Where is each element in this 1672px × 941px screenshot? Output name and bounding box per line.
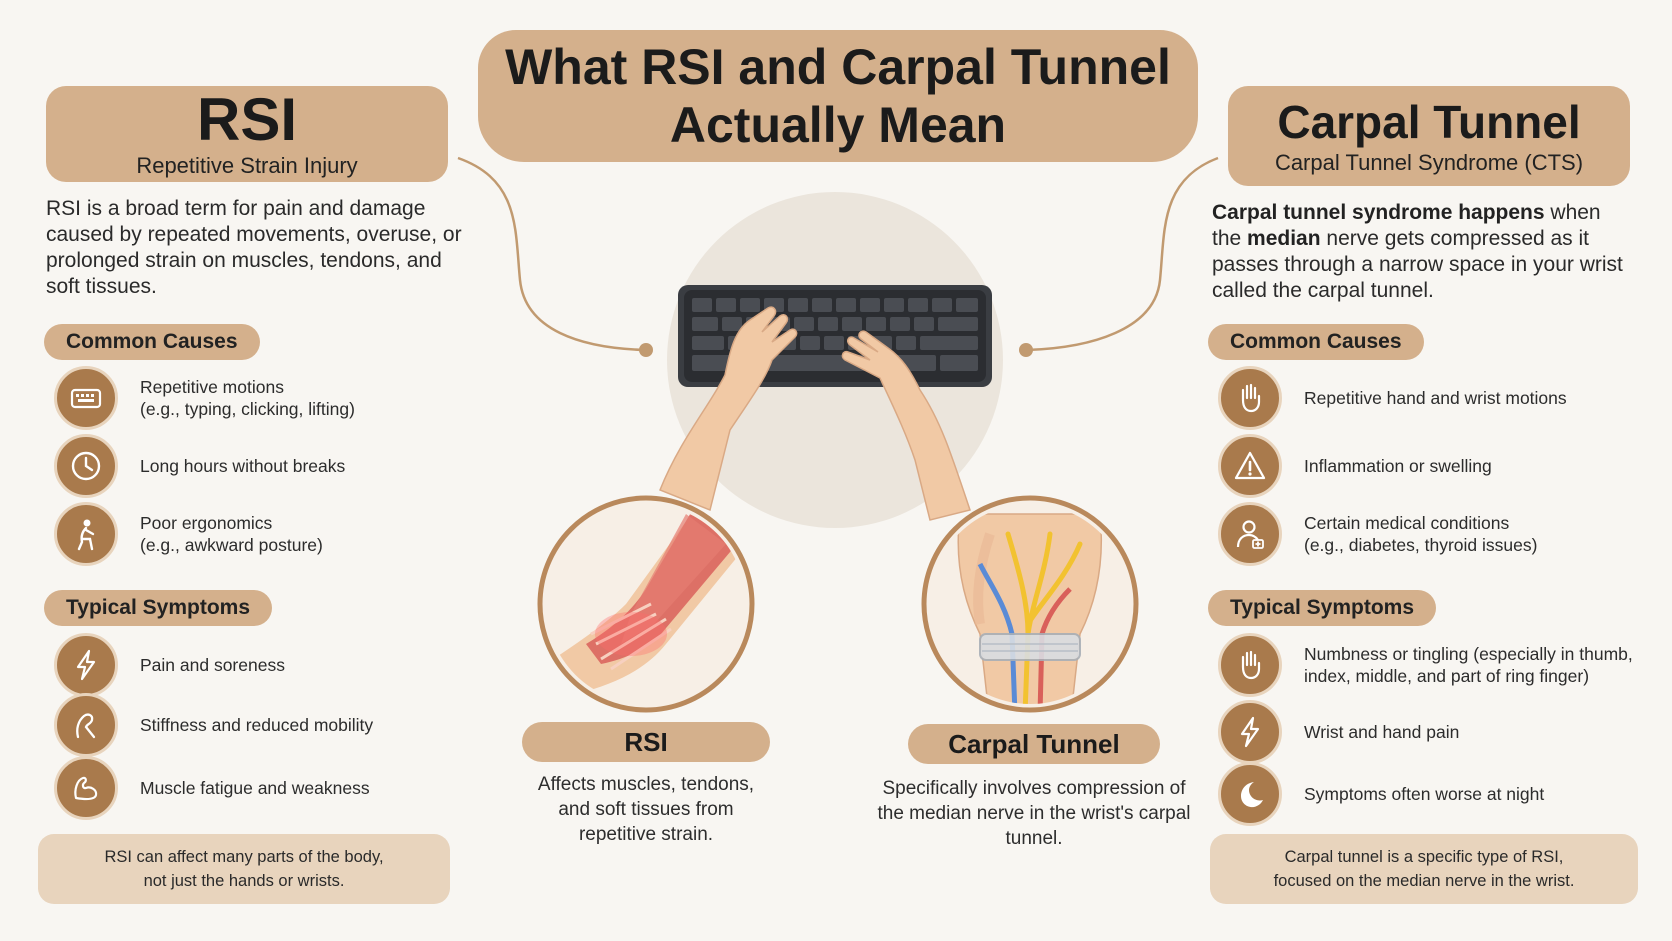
carpal-cause-item: Inflammation or swelling [1218,434,1492,498]
rsi-cause-line2: (e.g., awkward posture) [140,535,323,555]
carpal-note-line1: Carpal tunnel is a specific type of RSI, [1284,848,1564,866]
lightning-icon [54,633,118,697]
page-title: What RSI and Carpal Tunnel Actually Mean [505,39,1171,153]
carpal-symptom-line1: Numbness or tingling (especially in thum… [1304,644,1633,664]
carpal-cause-item: Certain medical conditions (e.g., diabet… [1218,502,1537,566]
rsi-subheading: Repetitive Strain Injury [136,153,358,178]
center-carpal-text: Specifically involves compression of the… [877,778,1191,849]
carpal-symptom-item: Symptoms often worse at night [1218,762,1544,826]
carpal-symptoms-label: Typical Symptoms [1208,590,1436,626]
clock-icon [54,434,118,498]
rsi-symptoms-label: Typical Symptoms [44,590,272,626]
title-banner: What RSI and Carpal Tunnel Actually Mean [478,30,1198,162]
rsi-symptom-text: Muscle fatigue and weakness [140,778,370,798]
center-rsi-label: RSI [522,722,770,762]
carpal-intro-bold2: median [1247,227,1321,250]
rsi-cause-line1: Long hours without breaks [140,456,346,476]
carpal-cause-line2: (e.g., diabetes, thyroid issues) [1304,535,1538,555]
carpal-symptom-line2: index, middle, and part of ring finger) [1304,666,1590,686]
rsi-symptom-item: Pain and soreness [54,633,285,697]
center-rsi-text: Affects muscles, tendons, and soft tissu… [537,774,755,845]
carpal-causes-label: Common Causes [1208,324,1424,360]
carpal-intro: Carpal tunnel syndrome happens when the … [1212,200,1632,304]
rsi-note-line1: RSI can affect many parts of the body, [104,848,384,866]
rsi-cause-line2: (e.g., typing, clicking, lifting) [140,399,355,419]
lightning-icon [1218,700,1282,764]
rsi-cause-line1: Repetitive motions [140,377,284,397]
rsi-symptom-item: Muscle fatigue and weakness [54,756,370,820]
rsi-symptom-item: Stiffness and reduced mobility [54,693,373,757]
carpal-cause-item: Repetitive hand and wrist motions [1218,366,1567,430]
carpal-cause-line1: Inflammation or swelling [1304,456,1492,476]
rsi-cause-line1: Poor ergonomics [140,513,273,533]
carpal-symptom-text: Symptoms often worse at night [1304,784,1545,804]
carpal-symptom-item: Wrist and hand pain [1218,700,1459,764]
carpal-heading: Carpal Tunnel [1277,96,1581,148]
keyboard-hands-illustration [659,192,1003,528]
rsi-symptom-text: Stiffness and reduced mobility [140,715,374,735]
center-carpal-label: Carpal Tunnel [908,724,1160,764]
rsi-note-line2: not just the hands or wrists. [143,872,345,890]
rsi-header: RSI Repetitive Strain Injury [46,86,448,182]
rsi-cause-item: Long hours without breaks [54,434,345,498]
muscle-icon [54,756,118,820]
carpal-cause-line1: Repetitive hand and wrist motions [1304,388,1567,408]
rsi-heading: RSI [196,86,298,153]
rsi-causes-label: Common Causes [44,324,260,360]
hand-icon [1218,366,1282,430]
carpal-wrist-illustration [921,495,1139,713]
carpal-cause-line1: Certain medical conditions [1304,513,1510,533]
carpal-symptom-text: Wrist and hand pain [1304,722,1460,742]
rsi-intro: RSI is a broad term for pain and damage … [46,197,462,298]
carpal-note: Carpal tunnel is a specific type of RSI,… [1210,834,1638,904]
hand-icon [1218,633,1282,697]
carpal-note-line2: focused on the median nerve in the wrist… [1273,872,1575,890]
rsi-cause-item: Repetitive motions (e.g., typing, clicki… [54,366,355,430]
carpal-subheading: Carpal Tunnel Syndrome (CTS) [1274,150,1584,175]
keyboard-icon [54,366,118,430]
stiff-arm-icon [54,693,118,757]
carpal-symptom-item: Numbness or tingling (especially in thum… [1218,633,1633,697]
posture-icon [54,502,118,566]
rsi-note: RSI can affect many parts of the body, n… [38,834,450,904]
carpal-intro-bold1: Carpal tunnel syndrome happens [1212,201,1545,224]
rsi-cause-item: Poor ergonomics (e.g., awkward posture) [54,502,323,566]
rsi-arm-illustration [537,495,755,713]
carpal-header: Carpal Tunnel Carpal Tunnel Syndrome (CT… [1228,86,1630,186]
medical-person-icon [1218,502,1282,566]
rsi-symptom-text: Pain and soreness [140,655,285,675]
warning-icon [1218,434,1282,498]
moon-icon [1218,762,1282,826]
carpal-intro-text2: nerve gets compressed as it passes throu… [1212,227,1623,302]
carpal-intro-text1: when the [1212,201,1601,250]
